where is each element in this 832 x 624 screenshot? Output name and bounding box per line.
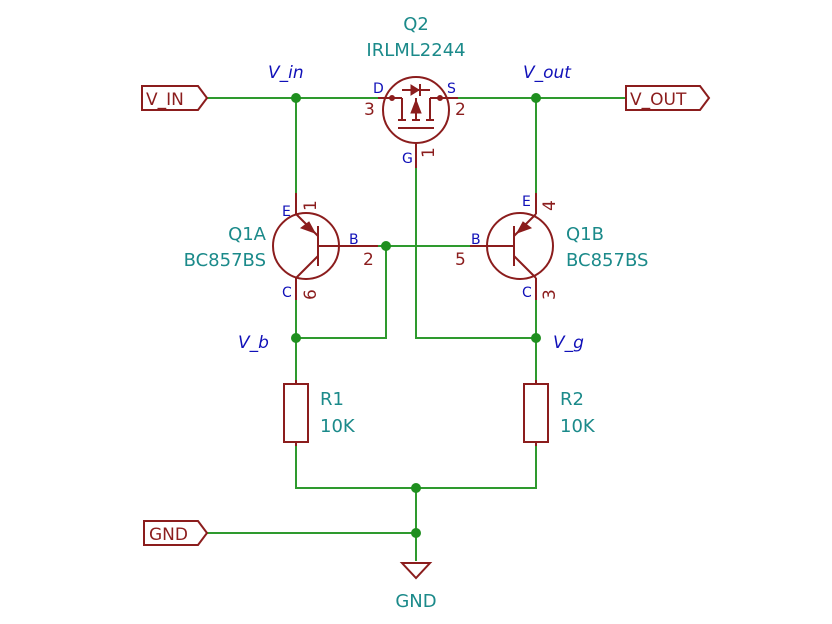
net-label-v-b: V_b (238, 333, 269, 353)
r2-reference: R2 (560, 389, 584, 410)
resistor-r1[interactable]: R1 10K (283, 380, 356, 446)
q2-body-arrow-icon (410, 98, 422, 114)
junction-vb (291, 333, 301, 343)
q1a-pin-num-b: 2 (363, 250, 374, 270)
mosfet-q2[interactable]: Q2 IRLML2244 D S G 3 2 1 (364, 14, 466, 168)
q2-diode-triangle-icon (410, 84, 420, 96)
q2-source-dot (437, 95, 443, 101)
q1b-reference: Q1B (566, 224, 604, 245)
q1b-pin-name-b: B (471, 232, 481, 248)
r2-body (523, 383, 549, 443)
ground-label: GND (395, 591, 436, 612)
r1-reference: R1 (320, 389, 344, 410)
q1b-pin-name-c: C (522, 285, 532, 301)
net-label-v-out: V_out (523, 63, 572, 83)
port-v-in-shape (141, 85, 209, 111)
port-gnd[interactable]: GND (143, 520, 209, 546)
r2-value: 10K (560, 416, 596, 437)
junction-vin (291, 93, 301, 103)
port-v-out-label: V_OUT (630, 90, 687, 110)
q1b-value: BC857BS (566, 250, 648, 271)
transistor-q1a[interactable]: Q1A BC857BS E B C 1 2 6 (184, 193, 378, 301)
q1b-pin-num-c: 3 (540, 289, 560, 300)
q1a-pin-num-e: 1 (301, 200, 321, 211)
q1a-reference: Q1A (228, 224, 267, 245)
r1-value: 10K (320, 416, 356, 437)
junction-ground-bus (411, 483, 421, 493)
q1a-collector-lead (295, 255, 319, 279)
junction-vg (531, 333, 541, 343)
port-v-in-label: V_IN (146, 90, 184, 110)
ground-symbol[interactable]: GND (395, 562, 437, 612)
q1a-pin-name-e: E (282, 204, 291, 220)
transistor-q1b[interactable]: Q1B BC857BS E B C 4 5 3 (455, 193, 648, 301)
r1-body (283, 383, 309, 443)
q1b-pin-num-b: 5 (455, 250, 466, 270)
junction-gnd-port (411, 528, 421, 538)
q1a-pin-name-b: B (349, 232, 359, 248)
q2-value: IRLML2244 (366, 40, 465, 61)
port-gnd-shape (143, 520, 209, 546)
q1a-pin-num-c: 6 (301, 289, 321, 300)
port-v-in[interactable]: V_IN (141, 85, 209, 111)
q2-drain-dot (389, 95, 395, 101)
resistor-r2[interactable]: R2 10K (523, 380, 596, 446)
q1a-value: BC857BS (184, 250, 266, 271)
q2-pin-num-s: 2 (455, 100, 466, 120)
q1b-collector-lead (513, 255, 537, 279)
q1b-emitter-arrow-icon (515, 221, 533, 234)
junctions (291, 93, 541, 538)
q1a-pin-name-c: C (282, 285, 292, 301)
port-v-out[interactable]: V_OUT (625, 85, 711, 111)
q2-pin-num-d: 3 (364, 100, 375, 120)
q2-reference: Q2 (403, 14, 429, 35)
net-label-v-in: V_in (268, 63, 304, 83)
junction-vout (531, 93, 541, 103)
q1a-emitter-arrow-icon (299, 221, 317, 234)
q2-pin-num-g: 1 (419, 147, 439, 158)
q2-pin-name-d: D (373, 81, 384, 97)
net-label-v-g: V_g (553, 333, 584, 353)
q1b-pin-num-e: 4 (540, 200, 560, 211)
port-v-out-shape (625, 85, 711, 111)
junction-base (381, 241, 391, 251)
q1b-pin-name-e: E (522, 194, 531, 210)
port-gnd-label: GND (149, 525, 188, 545)
ground-icon (399, 562, 433, 580)
q2-pin-name-s: S (447, 81, 456, 97)
q2-pin-name-g: G (402, 151, 413, 167)
